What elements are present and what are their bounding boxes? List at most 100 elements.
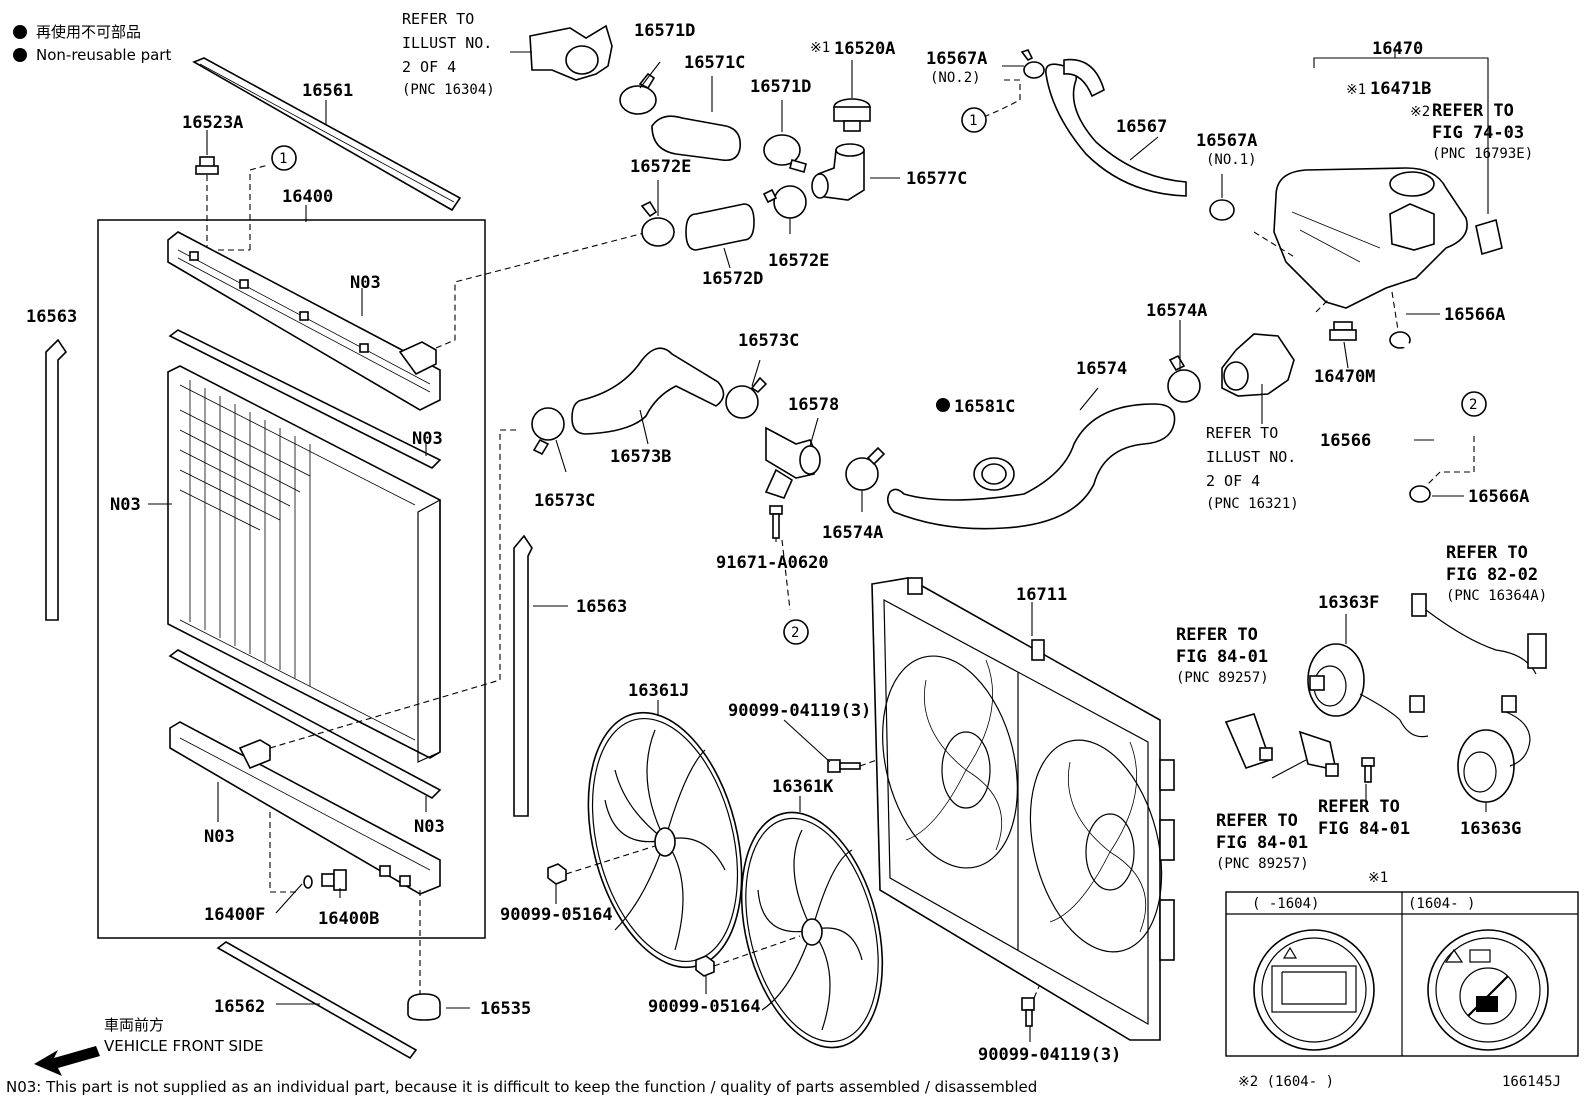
label-16573C-b: 16573C (534, 491, 595, 511)
label-16574: 16574 (1076, 359, 1127, 379)
label-16400: 16400 (282, 187, 333, 207)
ref-line: ILLUST NO. (402, 34, 492, 52)
clamp-16567A-a (1020, 49, 1045, 79)
front-arrow-icon (34, 1046, 100, 1076)
label-16400B: 16400B (318, 909, 379, 929)
ref-line: FIG 74-03 (1432, 123, 1524, 143)
label-16566A-a: 16566A (1444, 305, 1505, 325)
inset-footnote: ※2 (1604- ) (1238, 1074, 1334, 1090)
circle-marker-2-a (1461, 391, 1487, 417)
inset-col-right: (1604- ) (1408, 896, 1475, 912)
clamp-16572E-b (762, 185, 807, 219)
reservoir-cap-16471B (1389, 171, 1435, 197)
label-16563-mid: 16563 (576, 597, 627, 617)
ref-line: (PNC 16364A) (1446, 588, 1547, 604)
label-90099-04119-a: 90099-04119(3) (728, 701, 871, 721)
bottom-seal (168, 649, 442, 799)
ref-fig-84-01-a[interactable]: REFER TO FIG 84-01 (PNC 89257) (1176, 625, 1269, 686)
label-16566A-b: 16566A (1468, 487, 1529, 507)
ref-line: 2 OF 4 (402, 58, 456, 76)
label-90099-05164-b: 90099-05164 (648, 997, 761, 1017)
label-16574A-a: 16574A (822, 523, 883, 543)
ref-line: (PNC 89257) (1176, 670, 1269, 686)
vehicle-front-indicator: 車両前方 VEHICLE FRONT SIDE (34, 1016, 264, 1076)
ref-line: FIG 84-01 (1216, 833, 1308, 853)
ref-fig-82-02[interactable]: REFER TO FIG 82-02 (PNC 16364A) (1446, 543, 1547, 604)
ref-fig-74-03[interactable]: REFER TO FIG 74-03 (PNC 16793E) (1432, 101, 1533, 162)
lower-hose-group (531, 320, 1295, 611)
clamp-16567A-b (1209, 199, 1235, 221)
cap-variant-inset: ※1 ( -1604) (1604- ) ※2 (1604- ) 166145J (1225, 870, 1579, 1090)
side-seal-16563-mid (513, 534, 533, 817)
ref-illust-right[interactable]: REFER TO ILLUST NO. 2 OF 4 (PNC 16321) (1206, 424, 1299, 512)
hose-16571C (651, 115, 742, 162)
legend-en: Non-reusable part (36, 46, 171, 64)
label-16361K: 16361K (772, 777, 834, 797)
bullet-icon (13, 25, 27, 39)
direction-jp: 車両前方 (104, 1016, 164, 1034)
label-16573B: 16573B (610, 447, 671, 467)
hose-16572D (685, 203, 755, 251)
ref-line: FIG 82-02 (1446, 565, 1538, 585)
wire-harness-ref (1411, 593, 1547, 675)
upper-hose-group (510, 24, 900, 269)
circle-marker-text: 2 (791, 625, 799, 641)
radiator-leaders (148, 100, 568, 1009)
ref-fig-84-01-b[interactable]: REFER TO FIG 84-01 (PNC 89257) (1216, 811, 1309, 872)
lower-tank (169, 721, 441, 995)
controller-89257-b (1298, 730, 1339, 777)
circle-marker-text: 1 (969, 113, 977, 129)
hose-16574 (886, 403, 1176, 530)
lower-support-16562 (216, 941, 418, 1060)
legend-jp: 再使用不可部品 (36, 23, 141, 41)
circle-marker-1-b (961, 107, 987, 133)
reference-notes: REFER TO ILLUST NO. 2 OF 4 (PNC 16304) R… (402, 10, 1547, 872)
cap-old-type (1253, 929, 1375, 1051)
ref-illust-top[interactable]: REFER TO ILLUST NO. 2 OF 4 (PNC 16304) (402, 10, 495, 98)
hose-16567 (1045, 63, 1187, 197)
drain-plug-16400B (321, 869, 347, 891)
label-16578: 16578 (788, 395, 839, 415)
label-16567A-b-sub: (NO.1) (1206, 152, 1257, 168)
circle-marker-text: 2 (1469, 397, 1477, 413)
ref-mark-1-cap: ※1 (810, 40, 830, 56)
clamp-16572E-a (640, 200, 675, 247)
label-16400F: 16400F (204, 905, 265, 925)
reservoir-tank (1273, 167, 1468, 309)
label-16571C: 16571C (684, 53, 745, 73)
ref-line: REFER TO (1318, 797, 1400, 817)
label-16567A-a-sub: (NO.2) (930, 70, 981, 86)
label-16567A-a: 16567A (926, 49, 987, 69)
label-plate (1475, 218, 1503, 256)
legend: 再使用不可部品 Non-reusable part (13, 23, 171, 64)
label-16571D-a: 16571D (634, 21, 695, 41)
fan-motor-group (1224, 593, 1547, 812)
label-16470: 16470 (1372, 39, 1423, 59)
label-16562: 16562 (214, 997, 265, 1017)
label-16581C: 16581C (954, 397, 1015, 417)
label-16566: 16566 (1320, 431, 1371, 451)
fan-shroud-16711 (871, 577, 1175, 1041)
label-16572E-b: 16572E (768, 251, 829, 271)
label-16567: 16567 (1116, 117, 1167, 137)
ref-line: REFER TO (1206, 424, 1278, 442)
label-16520A: 16520A (834, 39, 895, 59)
fan-16361J (587, 711, 743, 969)
housing-ref-top (510, 24, 613, 81)
ref-line: (PNC 89257) (1216, 856, 1309, 872)
fan-16361K (740, 811, 884, 1049)
ref-line: REFER TO (1432, 101, 1514, 121)
ref-fig-84-01-c[interactable]: REFER TO FIG 84-01 (1318, 797, 1410, 839)
reservoir-16470 (1253, 48, 1503, 331)
filler-neck-16577C (811, 143, 865, 201)
label-16470M: 16470M (1314, 367, 1375, 387)
ref-line: REFER TO (1176, 625, 1258, 645)
clamp-16574A-a (845, 446, 886, 491)
ref-line: FIG 84-01 (1318, 819, 1410, 839)
ref-line: (PNC 16304) (402, 82, 495, 98)
cushion-16535 (407, 993, 441, 1021)
circle-marker-text: 1 (279, 151, 287, 167)
ref-line: 2 OF 4 (1206, 472, 1260, 490)
nut-90099-05164-a (547, 845, 656, 904)
